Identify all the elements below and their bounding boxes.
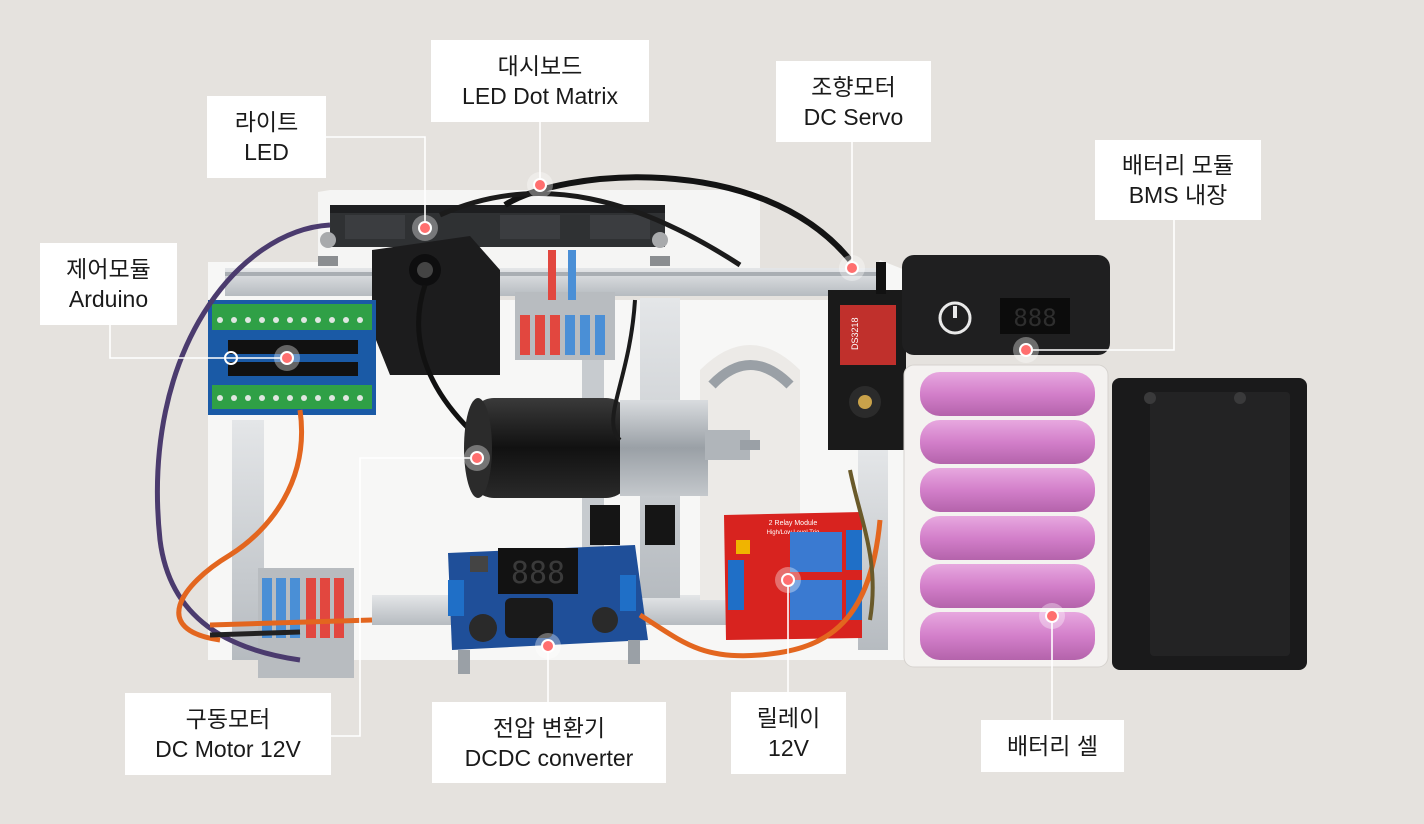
label-control-module-line2: Arduino bbox=[68, 286, 149, 312]
hotspot-battery-module[interactable] bbox=[1013, 337, 1039, 363]
label-battery-module-line2: BMS 내장 bbox=[1128, 182, 1228, 208]
label-battery-module-line1: 배터리 모듈 bbox=[1121, 152, 1235, 178]
label-voltage-converter-line2: DCDC converter bbox=[464, 744, 634, 771]
dc-drive-motor bbox=[464, 398, 760, 545]
dcdc-converter-board: 888 bbox=[448, 545, 648, 674]
led-light-bracket bbox=[372, 236, 500, 432]
hotspot-steering-motor[interactable] bbox=[839, 255, 865, 281]
label-relay: 릴레이 12V bbox=[731, 692, 846, 774]
battery-bms-module: 888 bbox=[902, 255, 1110, 355]
hotspot-light[interactable] bbox=[412, 215, 438, 241]
hotspot-control-module[interactable] bbox=[274, 345, 300, 371]
label-dashboard: 대시보드 LED Dot Matrix bbox=[431, 40, 649, 122]
wiring bbox=[154, 174, 883, 663]
leader-lines bbox=[109, 122, 1175, 737]
dc-servo-motor: DS3218 bbox=[828, 262, 906, 450]
servo-model-text: DS3218 bbox=[850, 317, 860, 350]
battery-cell-2 bbox=[920, 420, 1095, 464]
label-relay-line2: 12V bbox=[768, 735, 809, 761]
label-battery-cell-line1: 배터리 셀 bbox=[1006, 733, 1099, 759]
dcdc-display-text: 888 bbox=[511, 556, 565, 591]
label-light: 라이트 LED bbox=[207, 96, 326, 178]
battery-cover bbox=[1112, 378, 1307, 670]
label-drive-motor-line2: DC Motor 12V bbox=[155, 736, 301, 762]
label-relay-line1: 릴레이 bbox=[756, 705, 821, 731]
label-battery-module: 배터리 모듈 BMS 내장 bbox=[1095, 140, 1261, 220]
battery-cell-1 bbox=[920, 372, 1095, 416]
label-light-line2: LED bbox=[244, 139, 289, 165]
battery-cell-3 bbox=[920, 468, 1095, 512]
label-voltage-converter-line1: 전압 변환기 bbox=[492, 714, 606, 741]
label-dashboard-line2: LED Dot Matrix bbox=[462, 83, 618, 109]
battery-cell-6 bbox=[920, 612, 1095, 660]
label-steering-motor: 조향모터 DC Servo bbox=[776, 61, 931, 142]
hotspot-voltage-converter[interactable] bbox=[535, 633, 561, 659]
label-light-line1: 라이트 bbox=[234, 109, 299, 135]
label-control-module: 제어모듈 Arduino bbox=[40, 243, 177, 325]
hotspot-drive-motor[interactable] bbox=[464, 445, 490, 471]
label-steering-motor-line1: 조향모터 bbox=[811, 73, 896, 100]
hotspot-dashboard[interactable] bbox=[527, 172, 553, 198]
label-steering-motor-line2: DC Servo bbox=[803, 103, 904, 130]
leader-end-marker bbox=[224, 351, 238, 365]
battery-cell-pack bbox=[903, 364, 1109, 668]
led-dot-matrix-board bbox=[318, 205, 670, 266]
wire-connector-top bbox=[515, 250, 615, 360]
hotspot-relay[interactable] bbox=[775, 567, 801, 593]
label-drive-motor: 구동모터 DC Motor 12V bbox=[125, 693, 331, 775]
label-drive-motor-line1: 구동모터 bbox=[185, 706, 271, 732]
relay-title-text: 2 Relay Module bbox=[769, 520, 818, 527]
label-dashboard-line1: 대시보드 bbox=[497, 53, 583, 79]
bms-display-text: 888 bbox=[1013, 304, 1056, 332]
label-battery-cell: 배터리 셀 bbox=[981, 720, 1124, 772]
label-voltage-converter: 전압 변환기 DCDC converter bbox=[432, 702, 666, 783]
battery-cell-4 bbox=[920, 516, 1095, 560]
label-control-module-line1: 제어모듈 bbox=[66, 256, 151, 282]
battery-cell-5 bbox=[920, 564, 1095, 608]
hotspot-battery-cell[interactable] bbox=[1039, 603, 1065, 629]
